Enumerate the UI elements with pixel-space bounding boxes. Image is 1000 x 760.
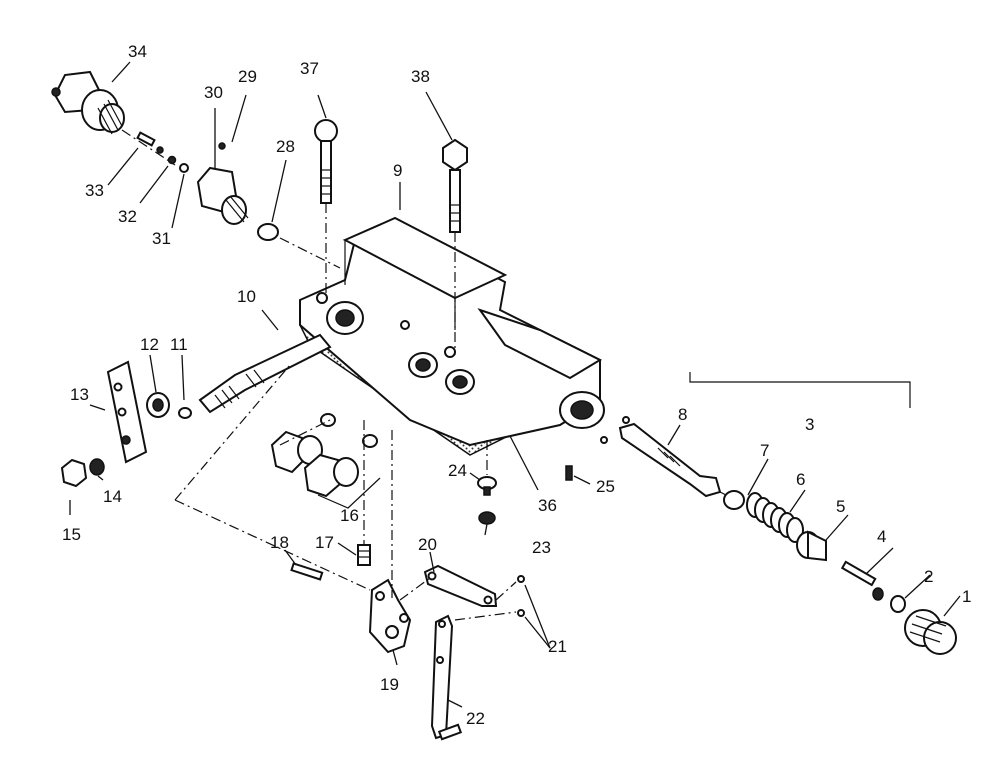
lever-22: [430, 614, 463, 741]
link-20: [423, 564, 498, 607]
callout-14: 14: [103, 487, 122, 506]
callout-28: 28: [276, 137, 295, 156]
pin-18: [290, 562, 324, 581]
callout-32: 32: [118, 207, 137, 226]
callout-labels: 1 2 3 4 5 6 7 8 9 10 11 12 13 14 15 16 1…: [62, 42, 971, 728]
leader-lines: [69, 61, 961, 708]
callout-4: 4: [877, 527, 886, 546]
callout-1: 1: [962, 587, 971, 606]
callout-18: 18: [270, 533, 289, 552]
callout-13: 13: [70, 385, 89, 404]
callout-7: 7: [760, 441, 769, 460]
callout-10: 10: [237, 287, 256, 306]
valve-24: [477, 476, 497, 496]
ring-11: [178, 407, 192, 419]
spool-10: [198, 333, 332, 414]
fitting-30: [196, 142, 249, 225]
plug-17: [357, 420, 371, 566]
pin-25: [565, 465, 573, 481]
bolt-37: [314, 119, 338, 295]
callout-19: 19: [380, 675, 399, 694]
bushing-12: [146, 392, 170, 418]
spring-6: [746, 492, 804, 543]
callout-25: 25: [596, 477, 615, 496]
callout-8: 8: [678, 405, 687, 424]
ball-32: [167, 155, 177, 165]
switch-34: [51, 70, 176, 166]
bolt-38: [442, 138, 468, 355]
washer-23: [478, 511, 496, 525]
callout-34: 34: [128, 42, 147, 61]
callout-11: 11: [170, 335, 188, 354]
callout-23: 23: [532, 538, 551, 557]
callout-33: 33: [85, 181, 104, 200]
pin-33: [136, 131, 164, 154]
bracket-3: [689, 372, 911, 408]
callout-3: 3: [805, 415, 814, 434]
clip-21a: [517, 575, 525, 583]
plug-1: [904, 609, 957, 655]
nut-15: [60, 458, 88, 488]
callout-31: 31: [152, 229, 171, 248]
callout-20: 20: [418, 535, 437, 554]
washer-14: [89, 458, 105, 476]
callout-16: 16: [340, 506, 359, 525]
callout-9: 9: [393, 161, 402, 180]
callout-2: 2: [924, 567, 933, 586]
clip-21b: [517, 609, 525, 617]
plug-16: [270, 413, 381, 509]
o-ring-2: [890, 595, 906, 613]
callout-12: 12: [140, 335, 159, 354]
callout-5: 5: [836, 497, 845, 516]
callout-29: 29: [238, 67, 257, 86]
callout-15: 15: [62, 525, 81, 544]
plate-13: [106, 360, 148, 464]
callout-22: 22: [466, 709, 485, 728]
callout-36: 36: [538, 496, 557, 515]
shaft-8: [600, 416, 741, 503]
lever-19: [368, 578, 412, 654]
bolt-4: [840, 560, 884, 601]
callout-24: 24: [448, 461, 467, 480]
callout-30: 30: [204, 83, 223, 102]
washer-7: [723, 490, 745, 510]
callout-17: 17: [315, 533, 334, 552]
valve-body-9: [298, 216, 605, 456]
ring-31: [179, 163, 189, 173]
callout-38: 38: [411, 67, 430, 86]
callout-37: 37: [300, 59, 319, 78]
cap-5: [796, 530, 827, 562]
callout-6: 6: [796, 470, 805, 489]
o-ring-28: [257, 223, 279, 241]
callout-21: 21: [548, 637, 567, 656]
